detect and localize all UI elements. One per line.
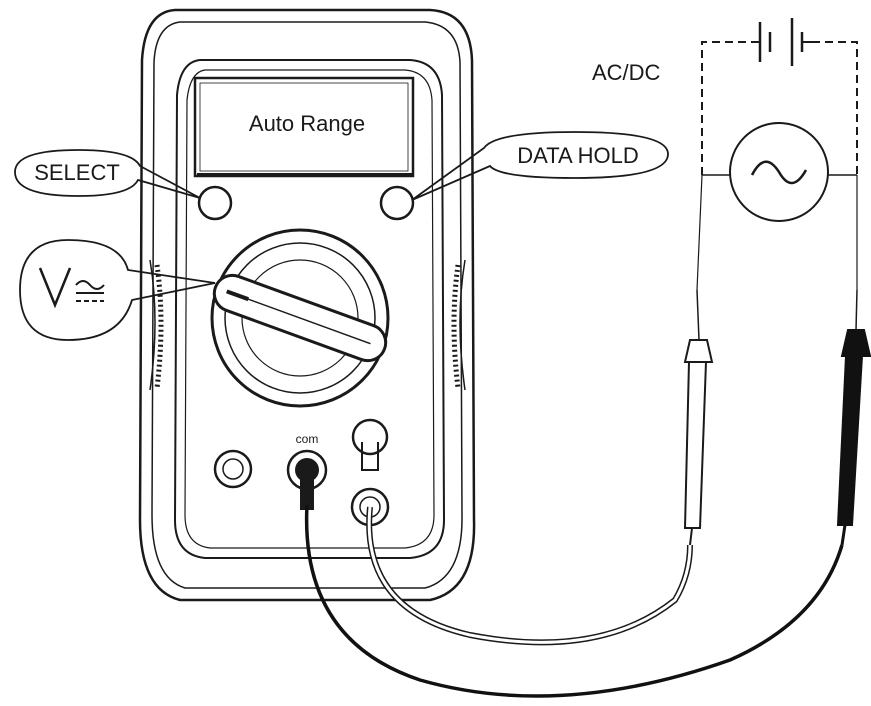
com-label: com xyxy=(296,432,319,446)
data-hold-button[interactable] xyxy=(379,185,415,221)
left-grip xyxy=(149,259,164,391)
data-hold-label: DATA HOLD xyxy=(517,143,638,168)
right-grip xyxy=(451,259,466,391)
ac-source-icon xyxy=(729,122,829,222)
lcd-display: Auto Range xyxy=(193,76,415,178)
black-lead xyxy=(304,504,844,698)
mode-callout xyxy=(19,239,216,341)
data-hold-callout: DATA HOLD xyxy=(411,131,669,201)
source-label: AC/DC xyxy=(592,60,661,85)
dial-knob[interactable] xyxy=(209,270,390,365)
red-probe-plug xyxy=(351,418,389,471)
display-text: Auto Range xyxy=(249,111,365,136)
dc-battery-icon xyxy=(752,18,812,66)
circuit: AC/DC xyxy=(592,18,858,291)
select-button[interactable] xyxy=(197,185,233,221)
volt-ac-dc-icon xyxy=(38,267,105,309)
jack-left[interactable] xyxy=(213,449,253,489)
black-probe-plug xyxy=(300,470,314,510)
red-lead xyxy=(366,506,693,646)
rotary-dial[interactable] xyxy=(209,228,390,408)
black-probe xyxy=(836,289,871,546)
multimeter-body xyxy=(138,8,476,602)
select-callout: SELECT xyxy=(14,149,201,199)
red-probe xyxy=(683,289,714,546)
select-label: SELECT xyxy=(34,160,120,185)
